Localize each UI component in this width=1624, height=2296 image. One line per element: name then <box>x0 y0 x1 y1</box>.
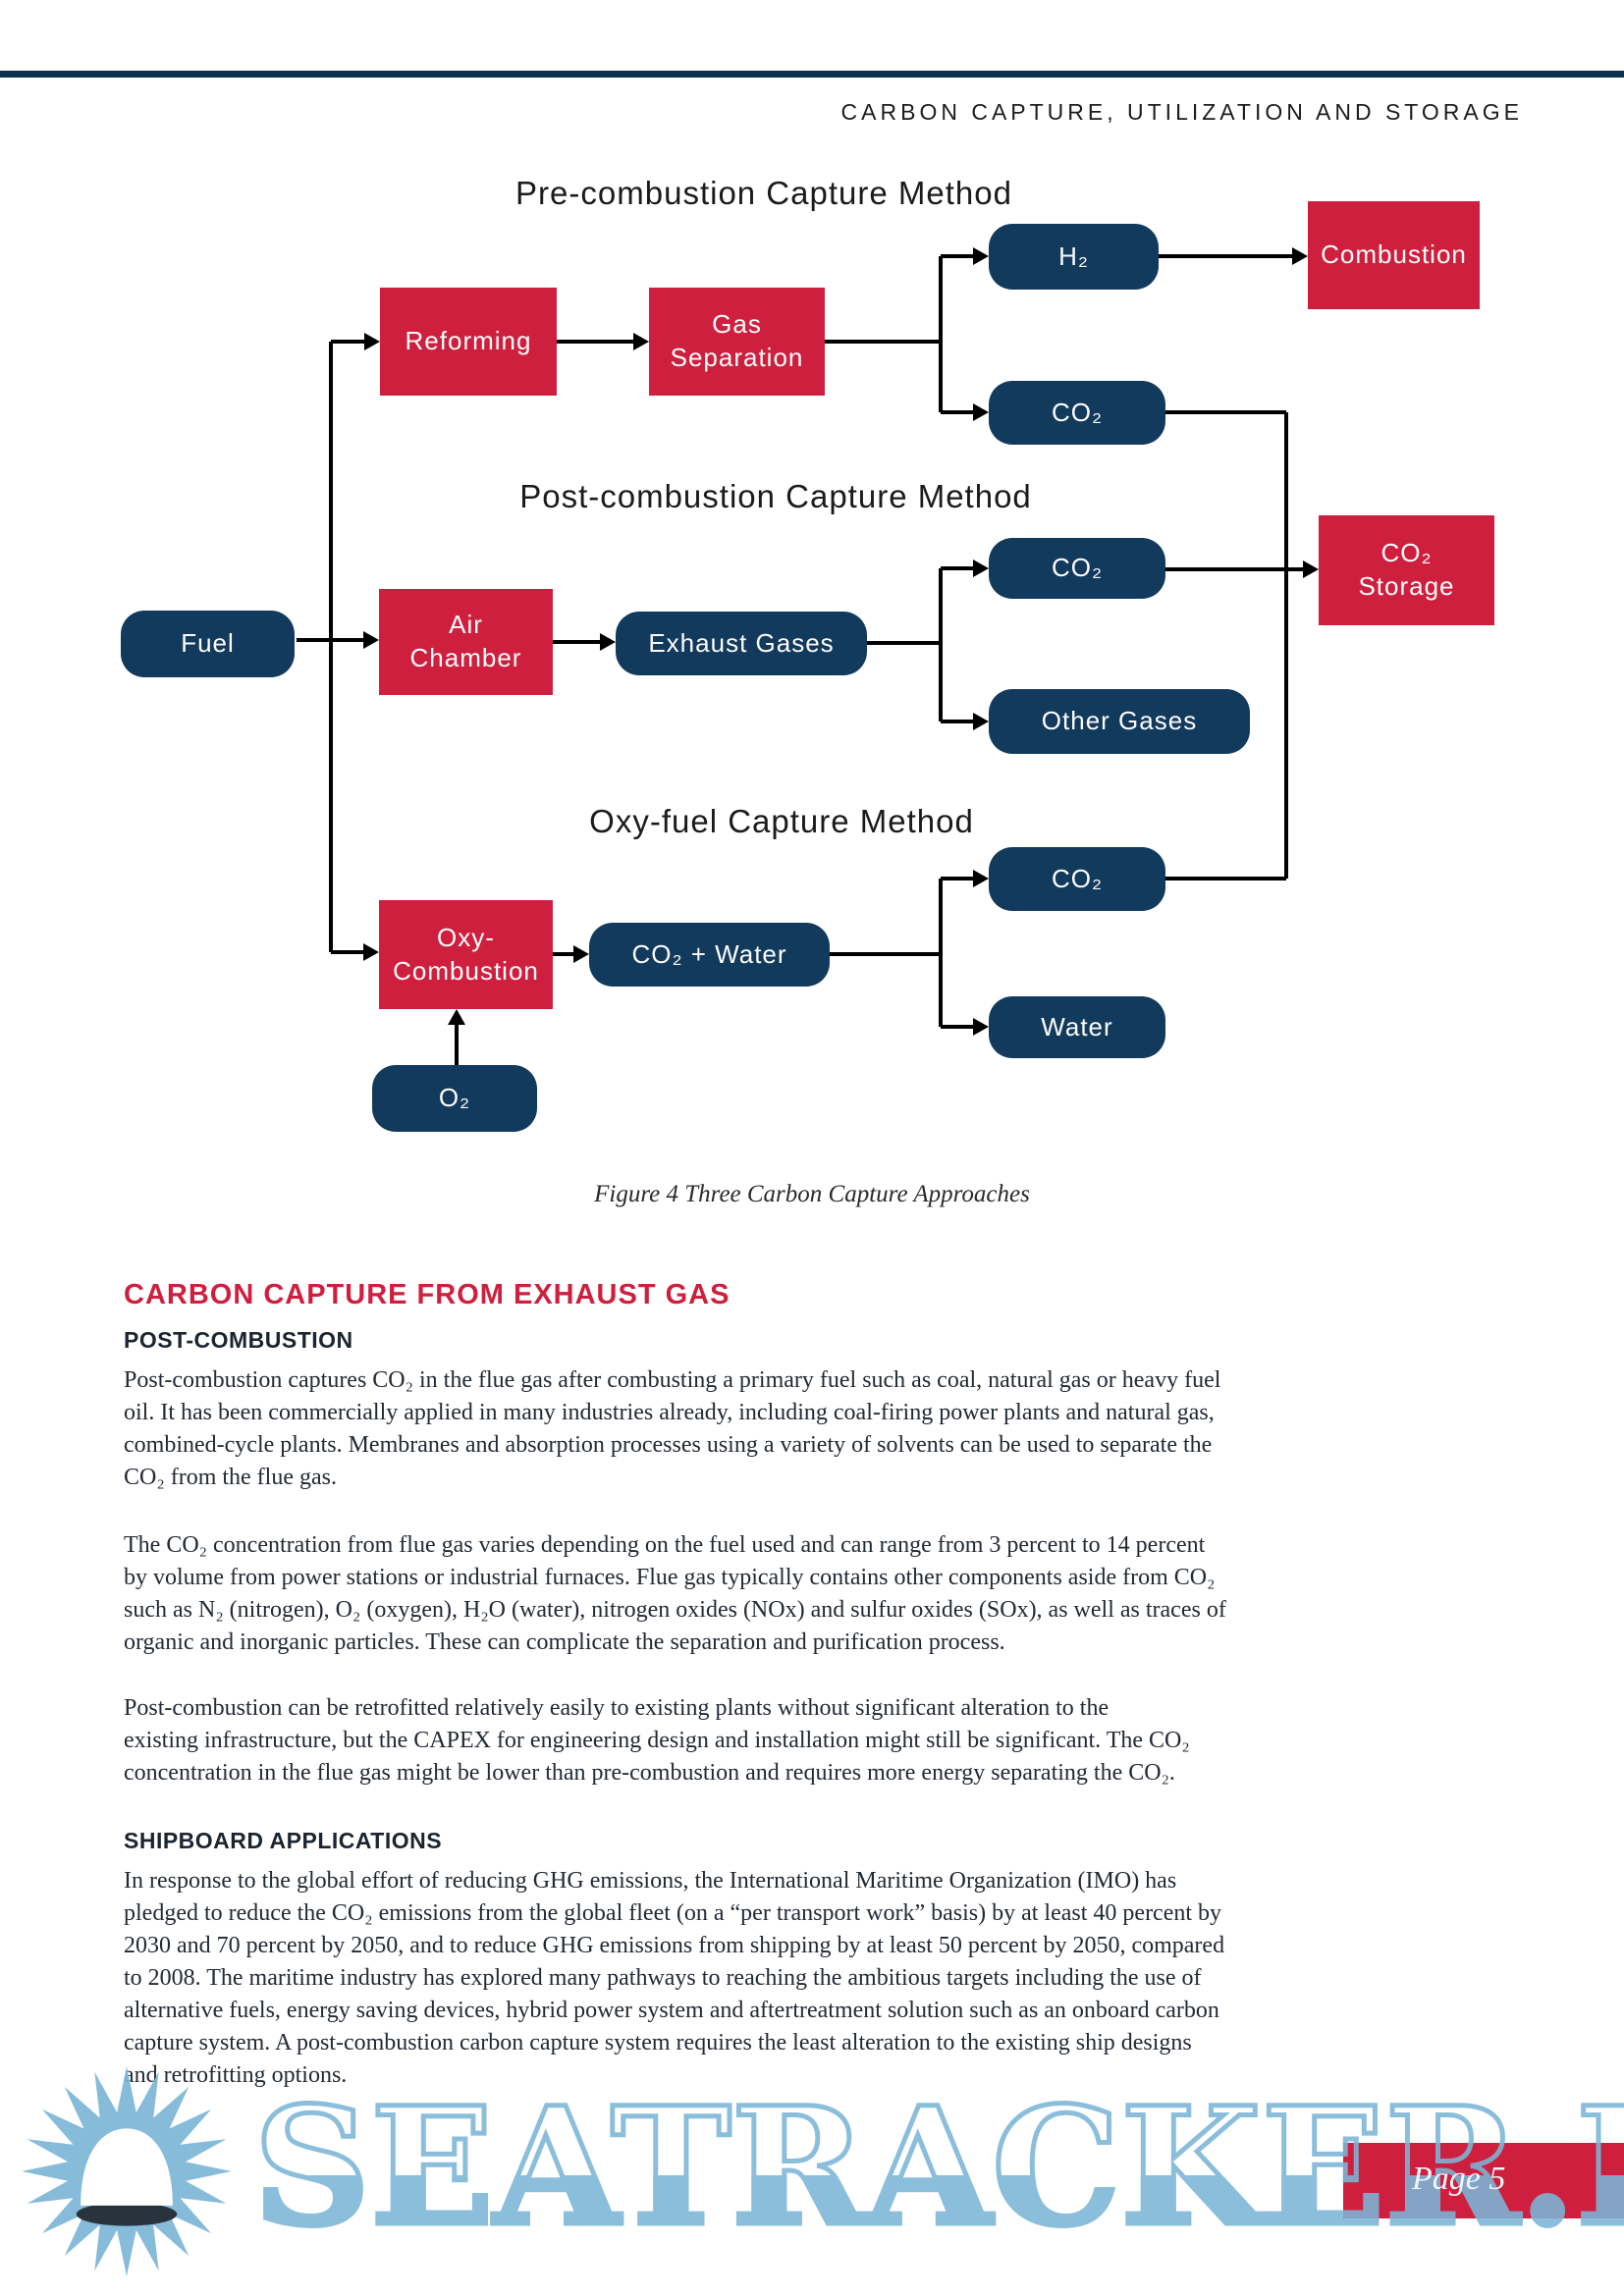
box-other-gases: Other Gases <box>989 689 1250 754</box>
page-number-label: Page 5 <box>1412 2161 1506 2197</box>
pre-combustion-title: Pre-combustion Capture Method <box>515 175 1012 211</box>
box-gas-separation: Gas Separation <box>649 288 825 396</box>
subheading-post-combustion: POST-COMBUSTION <box>124 1327 353 1353</box>
oxy-fuel-title: Oxy-fuel Capture Method <box>589 803 974 839</box>
box-combustion: Combustion <box>1308 201 1480 309</box>
box-post-co2: CO₂ <box>989 538 1165 599</box>
subheading-shipboard-applications: SHIPBOARD APPLICATIONS <box>124 1828 443 1853</box>
box-water: Water <box>989 996 1165 1058</box>
arrowheads <box>363 247 1319 1036</box>
post-combustion-title: Post-combustion Capture Method <box>519 478 1032 514</box>
box-oxy-co2: CO₂ <box>989 847 1165 911</box>
paragraph-4: In response to the global effort of redu… <box>124 1868 1225 2088</box>
paragraph-3: Post-combustion can be retrofitted relat… <box>124 1695 1190 1786</box>
box-reforming: Reforming <box>380 288 557 396</box>
running-header: CARBON CAPTURE, UTILIZATION AND STORAGE <box>840 99 1523 125</box>
box-fuel: Fuel <box>121 611 295 677</box>
sun-icon <box>22 2066 232 2276</box>
paragraph-1: Post-combustion captures CO₂ in the flue… <box>124 1367 1221 1490</box>
box-exhaust-gases: Exhaust Gases <box>616 612 867 675</box>
box-h2: H₂ <box>989 224 1159 290</box>
site-watermark: SEATRACKER.RU <box>251 2083 1624 2250</box>
flowchart-connectors <box>297 247 1319 1065</box>
paragraph-2: The CO₂ concentration from flue gas vari… <box>124 1532 1226 1655</box>
box-co2-storage: CO₂ Storage <box>1319 515 1494 625</box>
box-air-chamber: Air Chamber <box>379 589 553 695</box>
box-o2: O₂ <box>372 1065 537 1132</box>
box-oxy-combustion: Oxy- Combustion <box>379 900 553 1009</box>
page-number-badge <box>1343 2143 1624 2218</box>
box-co2-water: CO₂ + Water <box>589 923 830 987</box>
box-pre-co2: CO₂ <box>989 381 1165 445</box>
section-title: CARBON CAPTURE FROM EXHAUST GAS <box>124 1279 731 1310</box>
figure-caption: Figure 4 Three Carbon Capture Approaches <box>594 1181 1030 1207</box>
header-rule-bar <box>0 71 1624 78</box>
